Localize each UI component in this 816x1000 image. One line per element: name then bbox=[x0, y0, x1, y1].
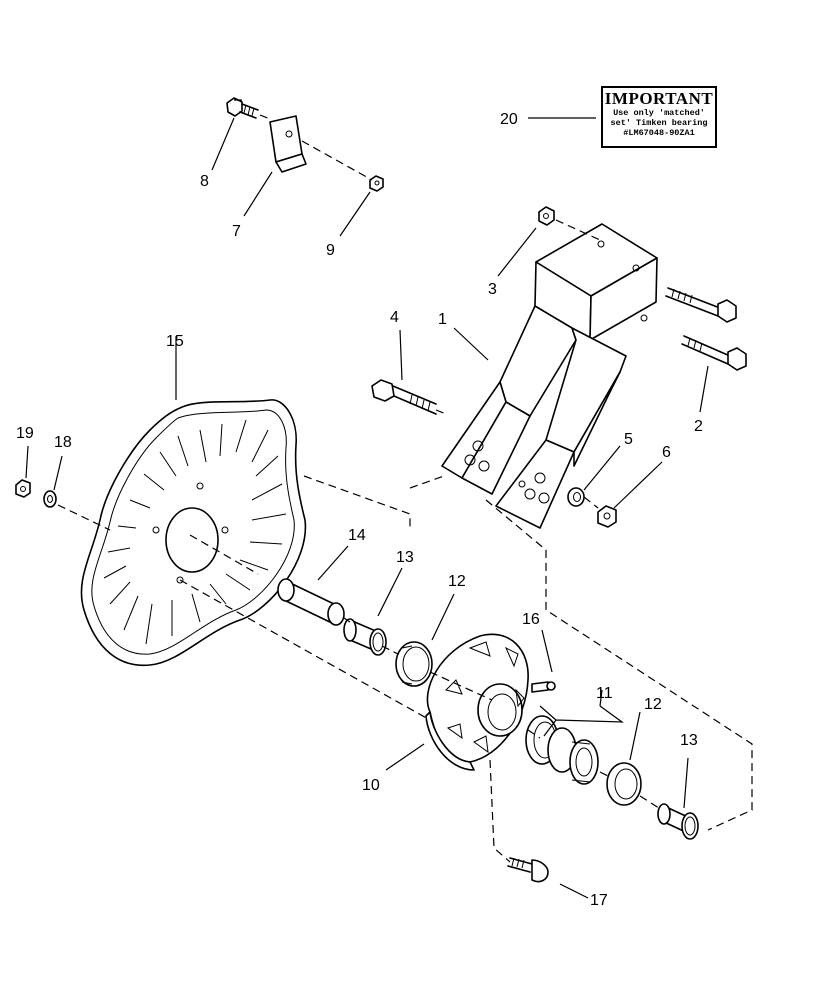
callout-9: 9 bbox=[326, 242, 335, 259]
callout-12-lower: 12 bbox=[644, 696, 662, 713]
important-decal-20: IMPORTANT Use only 'matched' set' Timken… bbox=[601, 86, 717, 148]
callout-7: 7 bbox=[232, 223, 241, 240]
bearing-cup-12-right bbox=[606, 762, 642, 806]
bolt-2-upper bbox=[665, 287, 737, 323]
decal-heading: IMPORTANT bbox=[604, 89, 714, 108]
assembly-line-main bbox=[435, 409, 753, 831]
spacer-14 bbox=[277, 578, 345, 626]
callout-20: 20 bbox=[500, 111, 518, 128]
callout-1: 1 bbox=[438, 311, 447, 328]
carriage-bolt-17 bbox=[507, 857, 549, 883]
nut-19 bbox=[15, 479, 31, 498]
assembly-line-nut3 bbox=[555, 219, 601, 241]
callout-13-lower: 13 bbox=[680, 732, 698, 749]
callout-6: 6 bbox=[662, 444, 671, 461]
l-bracket bbox=[269, 115, 307, 173]
bolt-2-lower bbox=[681, 335, 747, 371]
bolt-8 bbox=[226, 97, 259, 119]
bolt-4 bbox=[371, 379, 437, 415]
decal-line-2: set' Timken bearing bbox=[610, 118, 708, 128]
leader-lines bbox=[25, 117, 709, 899]
callout-10: 10 bbox=[362, 777, 380, 794]
decal-line-3: #LM67048-90ZA1 bbox=[623, 128, 695, 138]
callout-5: 5 bbox=[624, 431, 633, 448]
grease-fitting-16 bbox=[531, 681, 556, 693]
assembly-line-bolt4 bbox=[303, 475, 445, 530]
shank-assembly bbox=[441, 223, 658, 529]
callout-17: 17 bbox=[590, 892, 608, 909]
bearing-cup-12-left bbox=[395, 641, 433, 687]
callout-19: 19 bbox=[16, 425, 34, 442]
assembly-line-bolt17 bbox=[489, 759, 511, 863]
callout-13-upper: 13 bbox=[396, 549, 414, 566]
callout-numbers: 1 2 3 4 5 6 7 8 9 10 11 12 12 13 13 14 1… bbox=[16, 111, 703, 909]
closing-wheel-disc bbox=[80, 399, 307, 667]
assembly-line-bracket bbox=[259, 114, 373, 181]
nut-6 bbox=[597, 505, 617, 528]
bearing-cone-13-right bbox=[657, 803, 699, 840]
nut-9 bbox=[369, 175, 384, 192]
callout-11: 11 bbox=[596, 685, 613, 702]
callout-8: 8 bbox=[200, 173, 209, 190]
callout-18: 18 bbox=[54, 434, 72, 451]
washer-18 bbox=[43, 490, 57, 508]
callout-15: 15 bbox=[166, 333, 184, 350]
callout-14: 14 bbox=[348, 527, 366, 544]
nut-3 bbox=[538, 206, 555, 226]
hub-10 bbox=[425, 633, 529, 771]
decal-line-1: Use only 'matched' bbox=[613, 108, 705, 118]
callout-2: 2 bbox=[694, 418, 703, 435]
callout-4: 4 bbox=[390, 309, 399, 326]
bearing-set-11 bbox=[525, 715, 599, 785]
washer-5 bbox=[567, 487, 585, 507]
assembly-line-axle bbox=[343, 617, 663, 811]
callout-16: 16 bbox=[522, 611, 540, 628]
callout-3: 3 bbox=[488, 281, 497, 298]
assembly-line-disc bbox=[57, 504, 431, 721]
bearing-cone-13-left bbox=[343, 618, 387, 656]
callout-12-upper: 12 bbox=[448, 573, 466, 590]
